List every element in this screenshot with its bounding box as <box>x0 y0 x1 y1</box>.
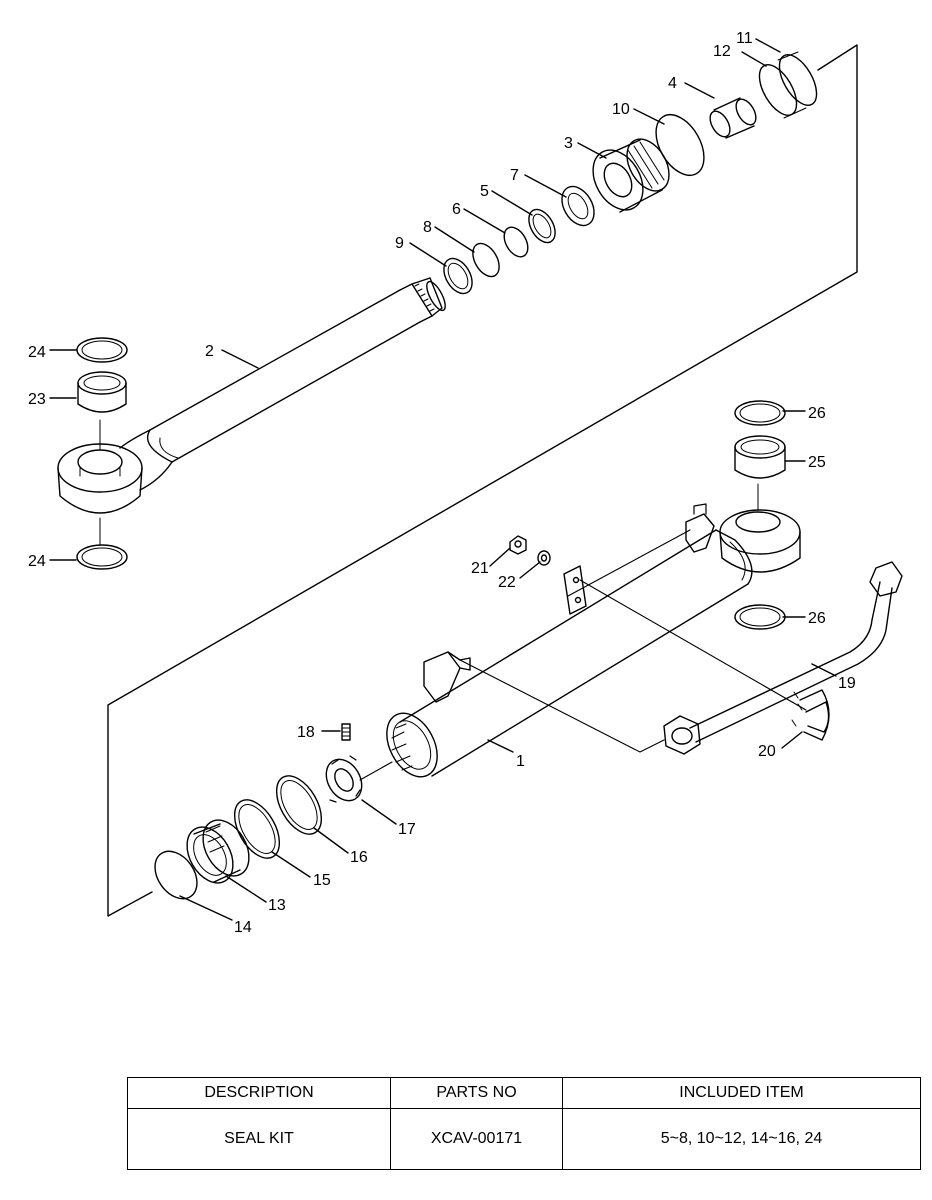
callout-12: 12 <box>713 43 731 60</box>
callout-24-bottom: 24 <box>28 553 46 570</box>
header-description: DESCRIPTION <box>127 1077 391 1109</box>
callout-3: 3 <box>564 135 573 152</box>
callout-26-bottom: 26 <box>808 610 826 627</box>
ring-24-bottom <box>76 544 128 570</box>
callout-24-top: 24 <box>28 344 46 361</box>
piston-13 <box>186 819 250 884</box>
callout-7: 7 <box>510 167 519 184</box>
table-header-row: DESCRIPTION PARTS NO INCLUDED ITEM <box>127 1077 921 1109</box>
piston-rod <box>57 277 446 514</box>
callout-4: 4 <box>668 75 677 92</box>
ring-24-top <box>76 337 128 363</box>
o-ring-10 <box>655 114 705 176</box>
callout-19: 19 <box>838 675 856 692</box>
callout-16: 16 <box>350 849 368 866</box>
callout-25: 25 <box>808 454 826 471</box>
gland-3 <box>592 138 670 213</box>
callout-11: 11 <box>736 30 753 47</box>
set-screw-18 <box>341 723 351 741</box>
callout-2: 2 <box>205 343 214 360</box>
callout-22: 22 <box>498 574 516 591</box>
seal-9 <box>443 257 473 295</box>
nut-17 <box>325 755 363 803</box>
clamp-plate <box>563 565 587 615</box>
seal-5 <box>528 208 556 244</box>
cell-parts-no: XCAV-00171 <box>390 1108 563 1170</box>
callout-1: 1 <box>516 753 525 770</box>
callout-23: 23 <box>28 391 46 408</box>
seal-8 <box>472 242 500 278</box>
u-bolt-20 <box>791 689 830 741</box>
snap-ring-26-bottom <box>734 604 786 630</box>
header-included-item: INCLUDED ITEM <box>562 1077 921 1109</box>
nut-21 <box>509 535 527 555</box>
cylinder-tube <box>386 503 801 778</box>
pipe-19 <box>663 561 903 755</box>
seal-kit-table: DESCRIPTION PARTS NO INCLUDED ITEM SEAL … <box>127 1077 921 1170</box>
callout-17: 17 <box>398 821 416 838</box>
bushing-25 <box>734 435 786 479</box>
exploded-parts-diagram: 1 2 3 4 5 6 7 8 9 10 11 12 13 14 15 16 1… <box>28 30 903 936</box>
callout-5: 5 <box>480 183 489 200</box>
callout-21: 21 <box>471 560 489 577</box>
cell-description: SEAL KIT <box>127 1108 391 1170</box>
callout-15: 15 <box>313 872 331 889</box>
callout-26-top: 26 <box>808 405 826 422</box>
callout-10: 10 <box>612 101 630 118</box>
bushing-4 <box>709 97 757 139</box>
snap-ring-26-top <box>734 400 786 426</box>
washer-22 <box>537 550 551 566</box>
cell-included-item: 5~8, 10~12, 14~16, 24 <box>562 1108 921 1170</box>
ring-11 <box>778 54 818 106</box>
seal-16 <box>275 775 323 835</box>
bushing-23 <box>77 371 127 413</box>
assembly-frame <box>107 44 858 917</box>
callout-18: 18 <box>297 724 315 741</box>
seal-15 <box>233 799 281 859</box>
callout-8: 8 <box>423 219 432 236</box>
callout-20: 20 <box>758 743 776 760</box>
callout-9: 9 <box>395 235 404 252</box>
o-ring-14 <box>154 850 198 900</box>
callout-6: 6 <box>452 201 461 218</box>
header-parts-no: PARTS NO <box>390 1077 563 1109</box>
washer-7 <box>561 185 595 227</box>
callout-13: 13 <box>268 897 286 914</box>
seal-6 <box>503 226 529 258</box>
callout-14: 14 <box>234 919 252 936</box>
table-row: SEAL KIT XCAV-00171 5~8, 10~12, 14~16, 2… <box>127 1108 921 1170</box>
